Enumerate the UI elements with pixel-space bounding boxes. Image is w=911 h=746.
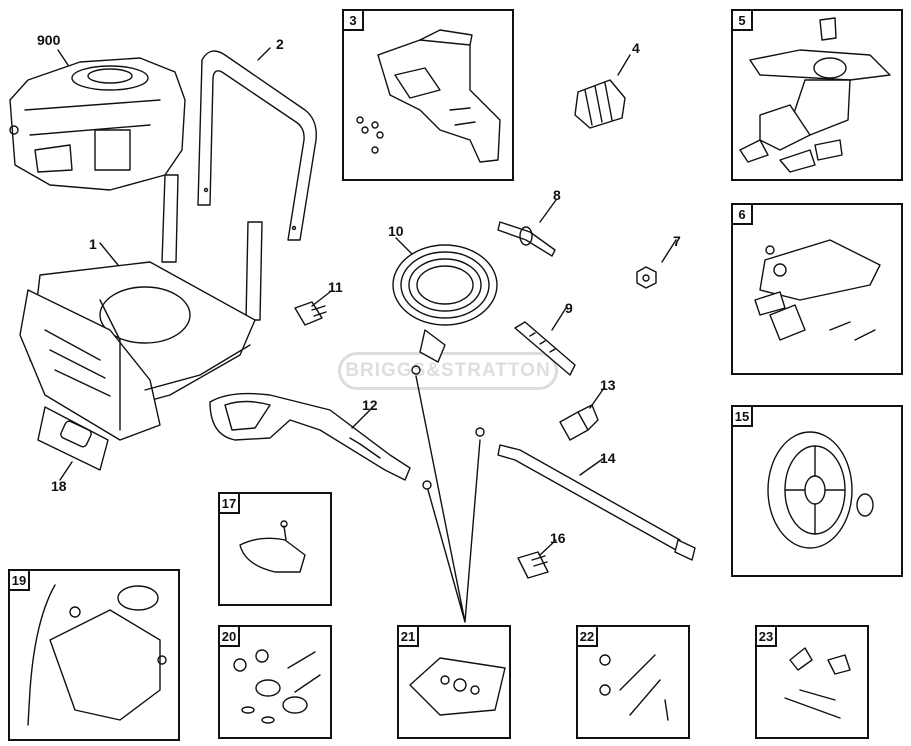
callout-4: 4: [632, 40, 640, 56]
leader-lines: [57, 47, 677, 623]
bolts-part: [599, 654, 669, 721]
box-19: 19: [8, 569, 180, 741]
callout-2: 2: [276, 36, 284, 52]
box-number: 21: [397, 625, 419, 647]
pump-part: [739, 17, 891, 173]
frame-part: [19, 174, 263, 441]
callout-8: 8: [553, 187, 561, 203]
box-number: 3: [342, 9, 364, 31]
hose-part: [392, 244, 498, 375]
unloader-part: [754, 239, 881, 341]
box-number: 19: [8, 569, 30, 591]
box-17: 17: [218, 492, 332, 606]
callout-14: 14: [600, 450, 616, 466]
spray-gun-part: [209, 392, 432, 490]
callout-7: 7: [673, 233, 681, 249]
callout-900: 900: [37, 32, 61, 48]
callout-13: 13: [600, 377, 616, 393]
callout-11: 11: [328, 279, 343, 295]
brand-watermark: BRIGGS&STRATTON: [338, 352, 558, 390]
box-20: 20: [218, 625, 332, 739]
box-number: 6: [731, 203, 753, 225]
engine-part: [9, 57, 186, 191]
bracket-part: [356, 29, 501, 163]
box-number: 22: [576, 625, 598, 647]
callout-18: 18: [51, 478, 67, 494]
box-21: 21: [397, 625, 511, 739]
lance-part: [475, 427, 696, 561]
cap-part: [239, 520, 306, 573]
box-22: 22: [576, 625, 690, 739]
box-number: 20: [218, 625, 240, 647]
box-number: 5: [731, 9, 753, 31]
box-3: 3: [342, 9, 514, 181]
callout-1: 1: [89, 236, 97, 252]
box-5: 5: [731, 9, 903, 181]
box-number: 15: [731, 405, 753, 427]
callout-9: 9: [565, 300, 573, 316]
box-number: 17: [218, 492, 240, 514]
nozzle-part: [574, 79, 626, 129]
handle-part: [197, 50, 317, 241]
tank-part: [27, 584, 167, 726]
strap-part: [514, 321, 576, 376]
wheel-part: [767, 431, 874, 549]
box-15: 15: [731, 405, 903, 577]
callout-10: 10: [388, 223, 404, 239]
box-23: 23: [755, 625, 869, 739]
callout-12: 12: [362, 397, 378, 413]
fitting-part-16: [517, 551, 549, 579]
shaft-part: [497, 221, 556, 257]
nut-part: [636, 266, 657, 289]
kit-part: [409, 657, 506, 716]
callout-16: 16: [550, 530, 566, 546]
plate-part: [37, 406, 109, 471]
box-6: 6: [731, 203, 903, 375]
fitting-part-11: [294, 301, 327, 326]
knobs-part: [784, 647, 851, 719]
fitting-part-13: [559, 404, 599, 441]
box-number: 23: [755, 625, 777, 647]
hardware-part-20: [233, 649, 321, 724]
